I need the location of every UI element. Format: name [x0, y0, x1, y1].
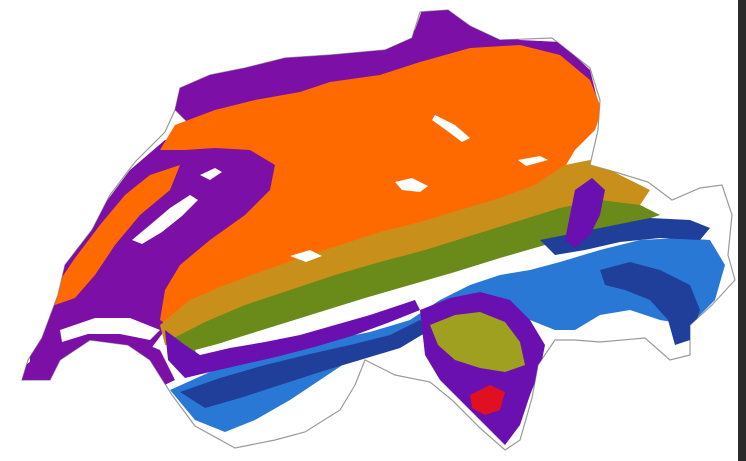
deep-valley-rhone [180, 320, 430, 408]
ticino-montane [430, 312, 525, 372]
plateau-west-strip [50, 165, 180, 305]
montane-zone [170, 200, 660, 352]
lake-lucerne [395, 178, 428, 192]
valley-floor-rhone [165, 300, 420, 378]
lake-walen [518, 156, 548, 166]
plateau-zone [160, 45, 602, 330]
lake-geneva [60, 318, 160, 342]
lake-zurich [432, 115, 470, 142]
lake-neuchatel [132, 195, 198, 244]
upper-valley-zone [170, 238, 725, 432]
lowland-west [30, 140, 280, 378]
valley-floor-rhine [565, 178, 605, 248]
deep-valley-east [540, 218, 710, 255]
window-edge [738, 0, 746, 461]
deep-valley-engadine [600, 262, 700, 345]
lake-thun [290, 250, 322, 262]
lake-biel [200, 168, 222, 180]
ticino-hot-zone [470, 385, 505, 415]
